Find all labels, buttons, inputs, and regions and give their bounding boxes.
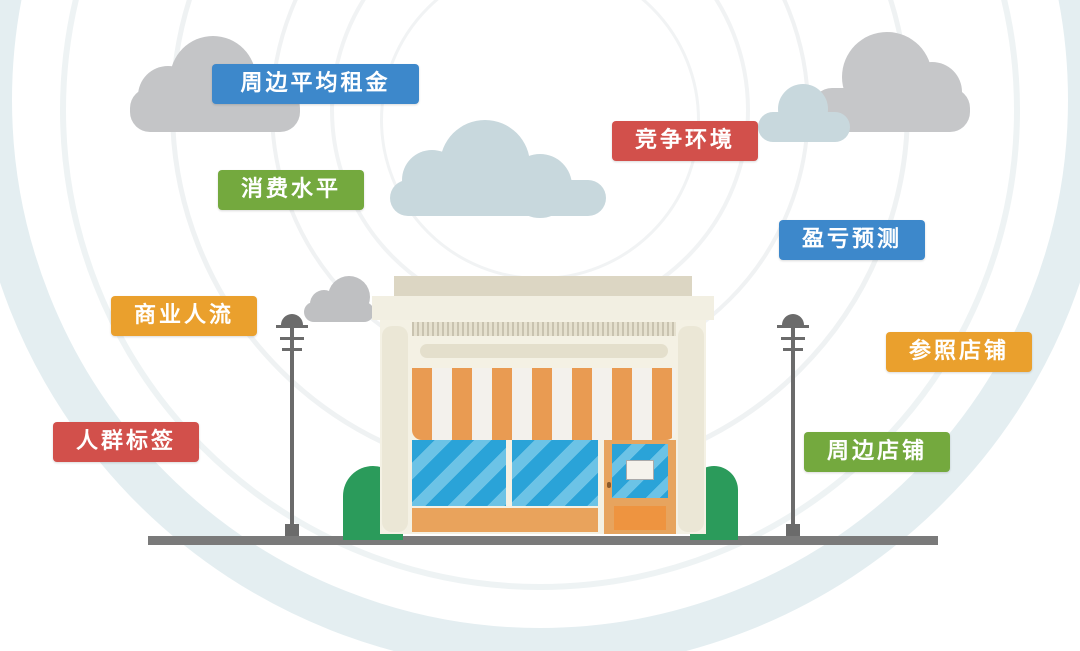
shop-door[interactable] [604,440,676,534]
ground-line [148,536,938,545]
street-lamp-left [272,314,312,538]
label-avg-rent: 周边平均租金 [212,64,419,104]
cloud-icon [758,84,850,142]
label-reference-stores: 参照店铺 [886,332,1032,372]
base-panel [412,508,598,532]
cloud-icon [812,32,970,132]
sign-board [420,344,668,358]
roof-top [394,276,692,296]
label-competition: 竞争环境 [612,121,758,161]
street-lamp-right [773,314,813,538]
dentil-frieze [412,322,676,336]
awning [412,368,676,440]
shop-window-left [412,440,506,506]
cloud-icon [304,276,374,322]
column-left [382,326,408,532]
storefront [372,276,714,538]
label-consumption: 消费水平 [218,170,364,210]
door-panel [614,506,666,530]
label-profit-forecast: 盈亏预测 [779,220,925,260]
label-crowd-tags: 人群标签 [53,422,199,462]
label-foot-traffic: 商业人流 [111,296,257,336]
column-right [678,326,704,532]
cloud-icon [390,120,606,218]
shop-window-right [512,440,598,506]
label-nearby-stores: 周边店铺 [804,432,950,472]
door-sign [626,460,654,480]
roof-cornice [372,296,714,320]
door-knob [607,482,611,488]
